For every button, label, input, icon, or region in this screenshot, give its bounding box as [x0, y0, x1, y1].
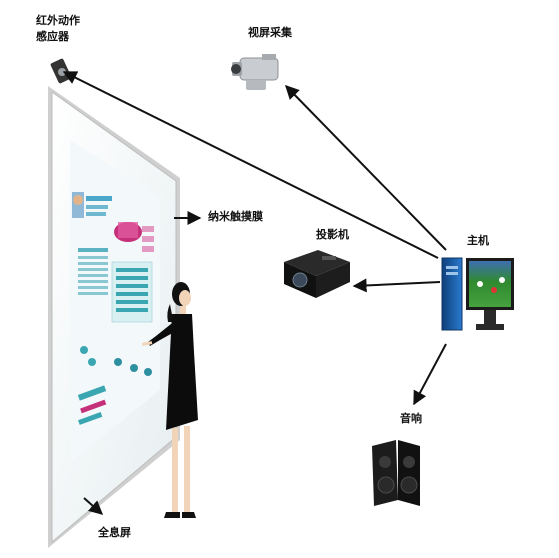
label-speaker: 音响 [400, 412, 422, 425]
label-video-capture: 视屏采集 [248, 26, 292, 39]
speaker-icon [372, 440, 420, 506]
arrow-host-to-projector [352, 278, 441, 293]
label-host: 主机 [467, 234, 489, 247]
arrow-host-to-camcorder [285, 84, 447, 251]
computer-host-icon [441, 257, 514, 331]
label-ir-sensor-line2: 感应器 [36, 30, 69, 43]
holographic-screen [48, 86, 180, 548]
ir-sensor-icon [50, 58, 72, 84]
label-holo-screen: 全息屏 [98, 526, 131, 539]
arrow-host-to-speaker [413, 343, 447, 406]
label-nano-touch-film: 纳米触摸膜 [208, 210, 263, 223]
presenter-figure [141, 282, 198, 518]
projected-ui-content [70, 140, 160, 462]
label-projector: 投影机 [316, 228, 349, 241]
projector-icon [284, 250, 350, 298]
camcorder-icon [231, 54, 279, 90]
arrow-host-to-ir-sensor [62, 71, 439, 259]
label-ir-sensor-line1: 红外动作 [36, 14, 80, 27]
arrow-to-holo-screen [83, 497, 104, 515]
connection-arrows [62, 71, 447, 515]
